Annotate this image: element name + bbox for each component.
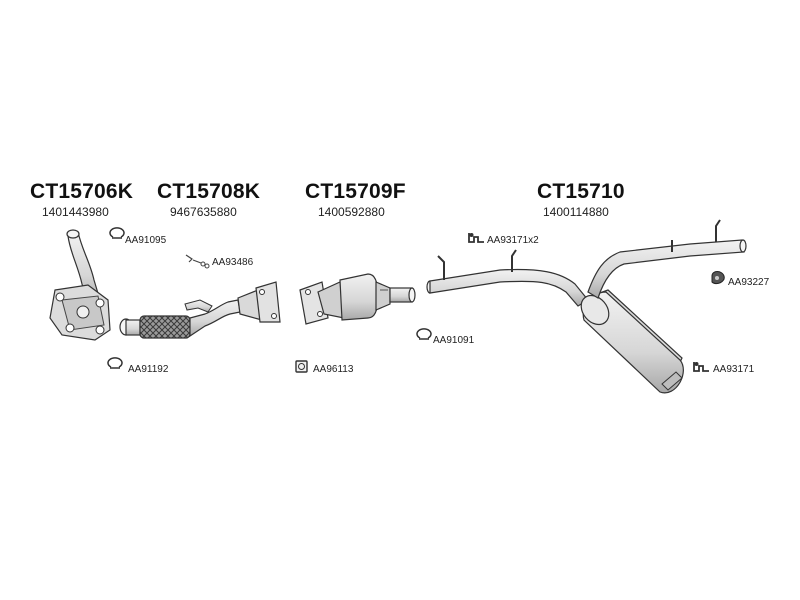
accessory-label-1: AA91095 xyxy=(125,235,167,246)
assembly-part-number-3: 1400592880 xyxy=(318,205,385,219)
assembly-part-number-1: 1401443980 xyxy=(42,205,109,219)
assembly-code-4: CT15710 xyxy=(537,180,625,203)
accessory-label-7: AA96113 xyxy=(313,364,354,375)
accessory-label-6: AA91192 xyxy=(128,364,169,375)
accessory-label-5: AA91091 xyxy=(433,335,475,346)
accessory-label-3: AA93171x2 xyxy=(487,235,539,246)
assembly-code-3: CT15709F xyxy=(305,180,406,203)
catalytic-converter-part xyxy=(299,273,416,325)
clamp-icon xyxy=(416,328,432,340)
rubber-hanger-icon xyxy=(468,233,484,243)
rubber-ring-icon xyxy=(711,271,725,285)
bolt-kit-icon xyxy=(185,254,210,269)
assembly-code-1: CT15706K xyxy=(30,180,134,203)
manifold-downpipe-part xyxy=(49,229,111,341)
assembly-part-number-2: 9467635880 xyxy=(170,205,237,219)
assembly-code-2: CT15708K xyxy=(157,180,261,203)
rear-silencer-part xyxy=(426,219,747,394)
rubber-hanger-icon xyxy=(693,362,709,372)
accessory-label-2: AA93486 xyxy=(212,257,254,268)
assembly-part-number-4: 1400114880 xyxy=(543,205,609,219)
accessory-label-4: AA93227 xyxy=(728,277,770,288)
gasket-icon xyxy=(295,360,308,373)
accessory-label-8: AA93171 xyxy=(713,364,755,375)
clamp-icon xyxy=(107,357,123,369)
flex-pipe-precat-part xyxy=(119,281,281,339)
clamp-icon xyxy=(109,227,125,239)
